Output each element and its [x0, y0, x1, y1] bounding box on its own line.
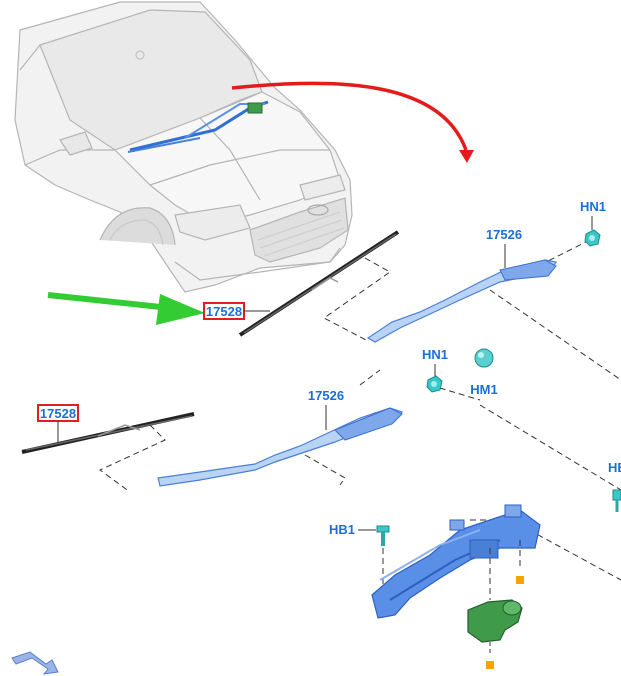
label-cap[interactable]: HM1 — [470, 382, 497, 397]
fastener-edge — [612, 489, 621, 512]
cap-hm1[interactable] — [474, 348, 494, 368]
leader-lines — [99, 239, 621, 581]
reference-marker — [486, 661, 494, 669]
wiper-motor[interactable] — [467, 599, 523, 656]
green-arrow — [47, 292, 205, 325]
label-bolt[interactable]: HB1 — [329, 522, 355, 537]
vehicle-illustration — [14, 1, 353, 293]
orientation-arrow-icon — [11, 651, 59, 675]
reference-marker — [516, 576, 524, 584]
wiper-linkage[interactable] — [371, 504, 541, 619]
nut-top[interactable] — [584, 229, 601, 247]
wiper-arm-upper[interactable] — [366, 259, 557, 343]
wiper-blade-lower[interactable] — [21, 412, 195, 454]
wiper-arm-lower[interactable] — [157, 407, 404, 487]
label-blade-top[interactable]: 17528 — [206, 304, 242, 319]
wiper-on-vehicle — [127, 100, 269, 153]
red-curved-arrow — [231, 81, 474, 163]
wiper-blade-upper[interactable] — [238, 230, 400, 337]
label-nut-mid[interactable]: HN1 — [422, 347, 448, 362]
label-arm-lower[interactable]: 17526 — [308, 388, 344, 403]
label-arm-top[interactable]: 17526 — [486, 227, 522, 242]
label-blade-lower[interactable]: 17528 — [40, 406, 76, 421]
label-nut-top[interactable]: HN1 — [580, 199, 606, 214]
label-edge-partial: HB — [608, 460, 621, 475]
nut-mid[interactable] — [426, 375, 443, 393]
